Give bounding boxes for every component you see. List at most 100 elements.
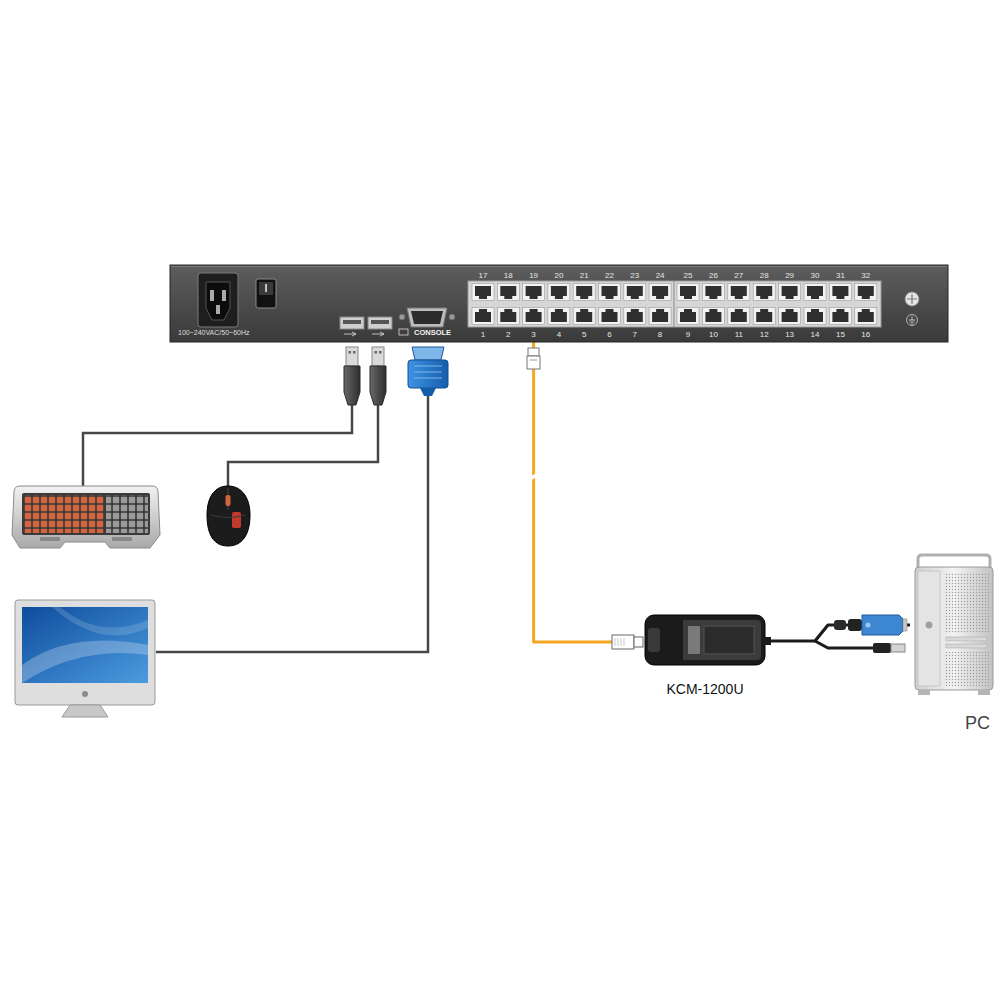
rj45-port-block [677, 308, 699, 325]
rj45-port-block [649, 284, 671, 301]
power-inlet [210, 290, 214, 301]
rj45-port-block [674, 281, 675, 327]
port-number: 23 [630, 272, 639, 281]
peripheral-cable [83, 405, 352, 488]
port-number: 13 [785, 331, 794, 340]
rj45-port-block [523, 308, 545, 325]
vga-plug [420, 388, 436, 396]
kvm-adapter-body [762, 637, 771, 645]
vga-port [399, 329, 408, 335]
device-name: PC [965, 713, 990, 734]
rj45-port-block [753, 284, 775, 301]
port-number: 10 [709, 331, 718, 340]
port-number: 6 [607, 331, 611, 340]
ferrite-bead [834, 620, 846, 630]
usb-port [344, 332, 356, 336]
pc-tower [926, 622, 933, 629]
power-inlet [198, 273, 238, 327]
ground-screw [909, 316, 916, 324]
monitor [15, 600, 155, 705]
usb-branch-cable [815, 641, 873, 648]
rj45-plug [612, 635, 634, 649]
rj45-port-block [804, 308, 826, 325]
power-switch [256, 279, 276, 308]
rj45-port-block [804, 284, 826, 301]
usb-plug [344, 347, 386, 405]
kvm-adapter: KCM-1200U [640, 612, 770, 700]
vga-plug [414, 366, 442, 378]
port-number: 27 [734, 272, 743, 281]
port-number: 32 [861, 272, 870, 281]
rj45-port-block [829, 284, 851, 301]
keyboard [24, 495, 104, 533]
port-number: 30 [811, 272, 820, 281]
vga-plug [848, 619, 862, 631]
usb-plug [353, 351, 356, 354]
model-name: KCM-1200U [666, 681, 743, 697]
peripheral-cable [228, 405, 378, 488]
usb-plug [891, 644, 905, 652]
rj45-plug [528, 348, 539, 356]
port-number: 9 [686, 331, 690, 340]
monitor [62, 705, 108, 717]
port-number: 18 [504, 272, 513, 281]
usb-plug [873, 643, 891, 653]
vga-port [411, 311, 443, 324]
port-number: 19 [529, 272, 538, 281]
port-number: 2 [506, 331, 510, 340]
pc-tower [944, 652, 989, 686]
rj45-port-block [472, 308, 494, 325]
vga-plug [862, 615, 903, 635]
switch-panel [171, 266, 947, 267]
vga-port [449, 314, 455, 320]
usb-plug [346, 347, 358, 366]
mouse [226, 495, 231, 506]
kvm-adapter-body [683, 620, 761, 660]
kvm-adapter-body [688, 626, 700, 654]
port-number: 5 [582, 331, 586, 340]
port-number: 14 [811, 331, 820, 340]
kvm-adapter-body [704, 626, 754, 654]
pc-tower [915, 555, 993, 695]
rj45-plug [634, 637, 643, 647]
vga-plug [408, 360, 448, 388]
vga-plug [412, 347, 444, 360]
keyboard [40, 537, 60, 541]
usb-port [340, 317, 392, 336]
port-number: 17 [479, 272, 488, 281]
port-number: 20 [554, 272, 563, 281]
mouse [211, 515, 245, 518]
rj45-plug [612, 635, 643, 649]
port-number: 24 [656, 272, 665, 281]
pc-tower [918, 555, 990, 568]
power-switch [256, 279, 276, 308]
rj45-plug [527, 356, 540, 369]
port-number: 26 [709, 272, 718, 281]
usb-port [343, 320, 361, 324]
vga-plug [866, 623, 871, 628]
cable [534, 342, 640, 642]
rj45-port-block [573, 308, 595, 325]
rj45-port-block [677, 284, 699, 301]
rj45-port-block [548, 284, 570, 301]
port-number: 16 [861, 331, 870, 340]
pc-tower [946, 637, 987, 641]
keyboard [12, 486, 160, 548]
rj45-port-block [702, 284, 724, 301]
rj45-port-block [599, 284, 621, 301]
rj45-port-block [779, 308, 801, 325]
cable-break [526, 470, 542, 483]
rj45-port-block [468, 281, 881, 327]
rj45-port-block [548, 308, 570, 325]
pc-tower [978, 690, 990, 695]
keyboard [106, 495, 148, 533]
usb-plug [372, 347, 384, 366]
rj45-port-block [753, 308, 775, 325]
rj45-port-block [624, 308, 646, 325]
ferrite-bead [834, 620, 846, 630]
vga-plug [903, 619, 907, 631]
ground-screw [905, 292, 919, 326]
monitor [22, 607, 148, 683]
